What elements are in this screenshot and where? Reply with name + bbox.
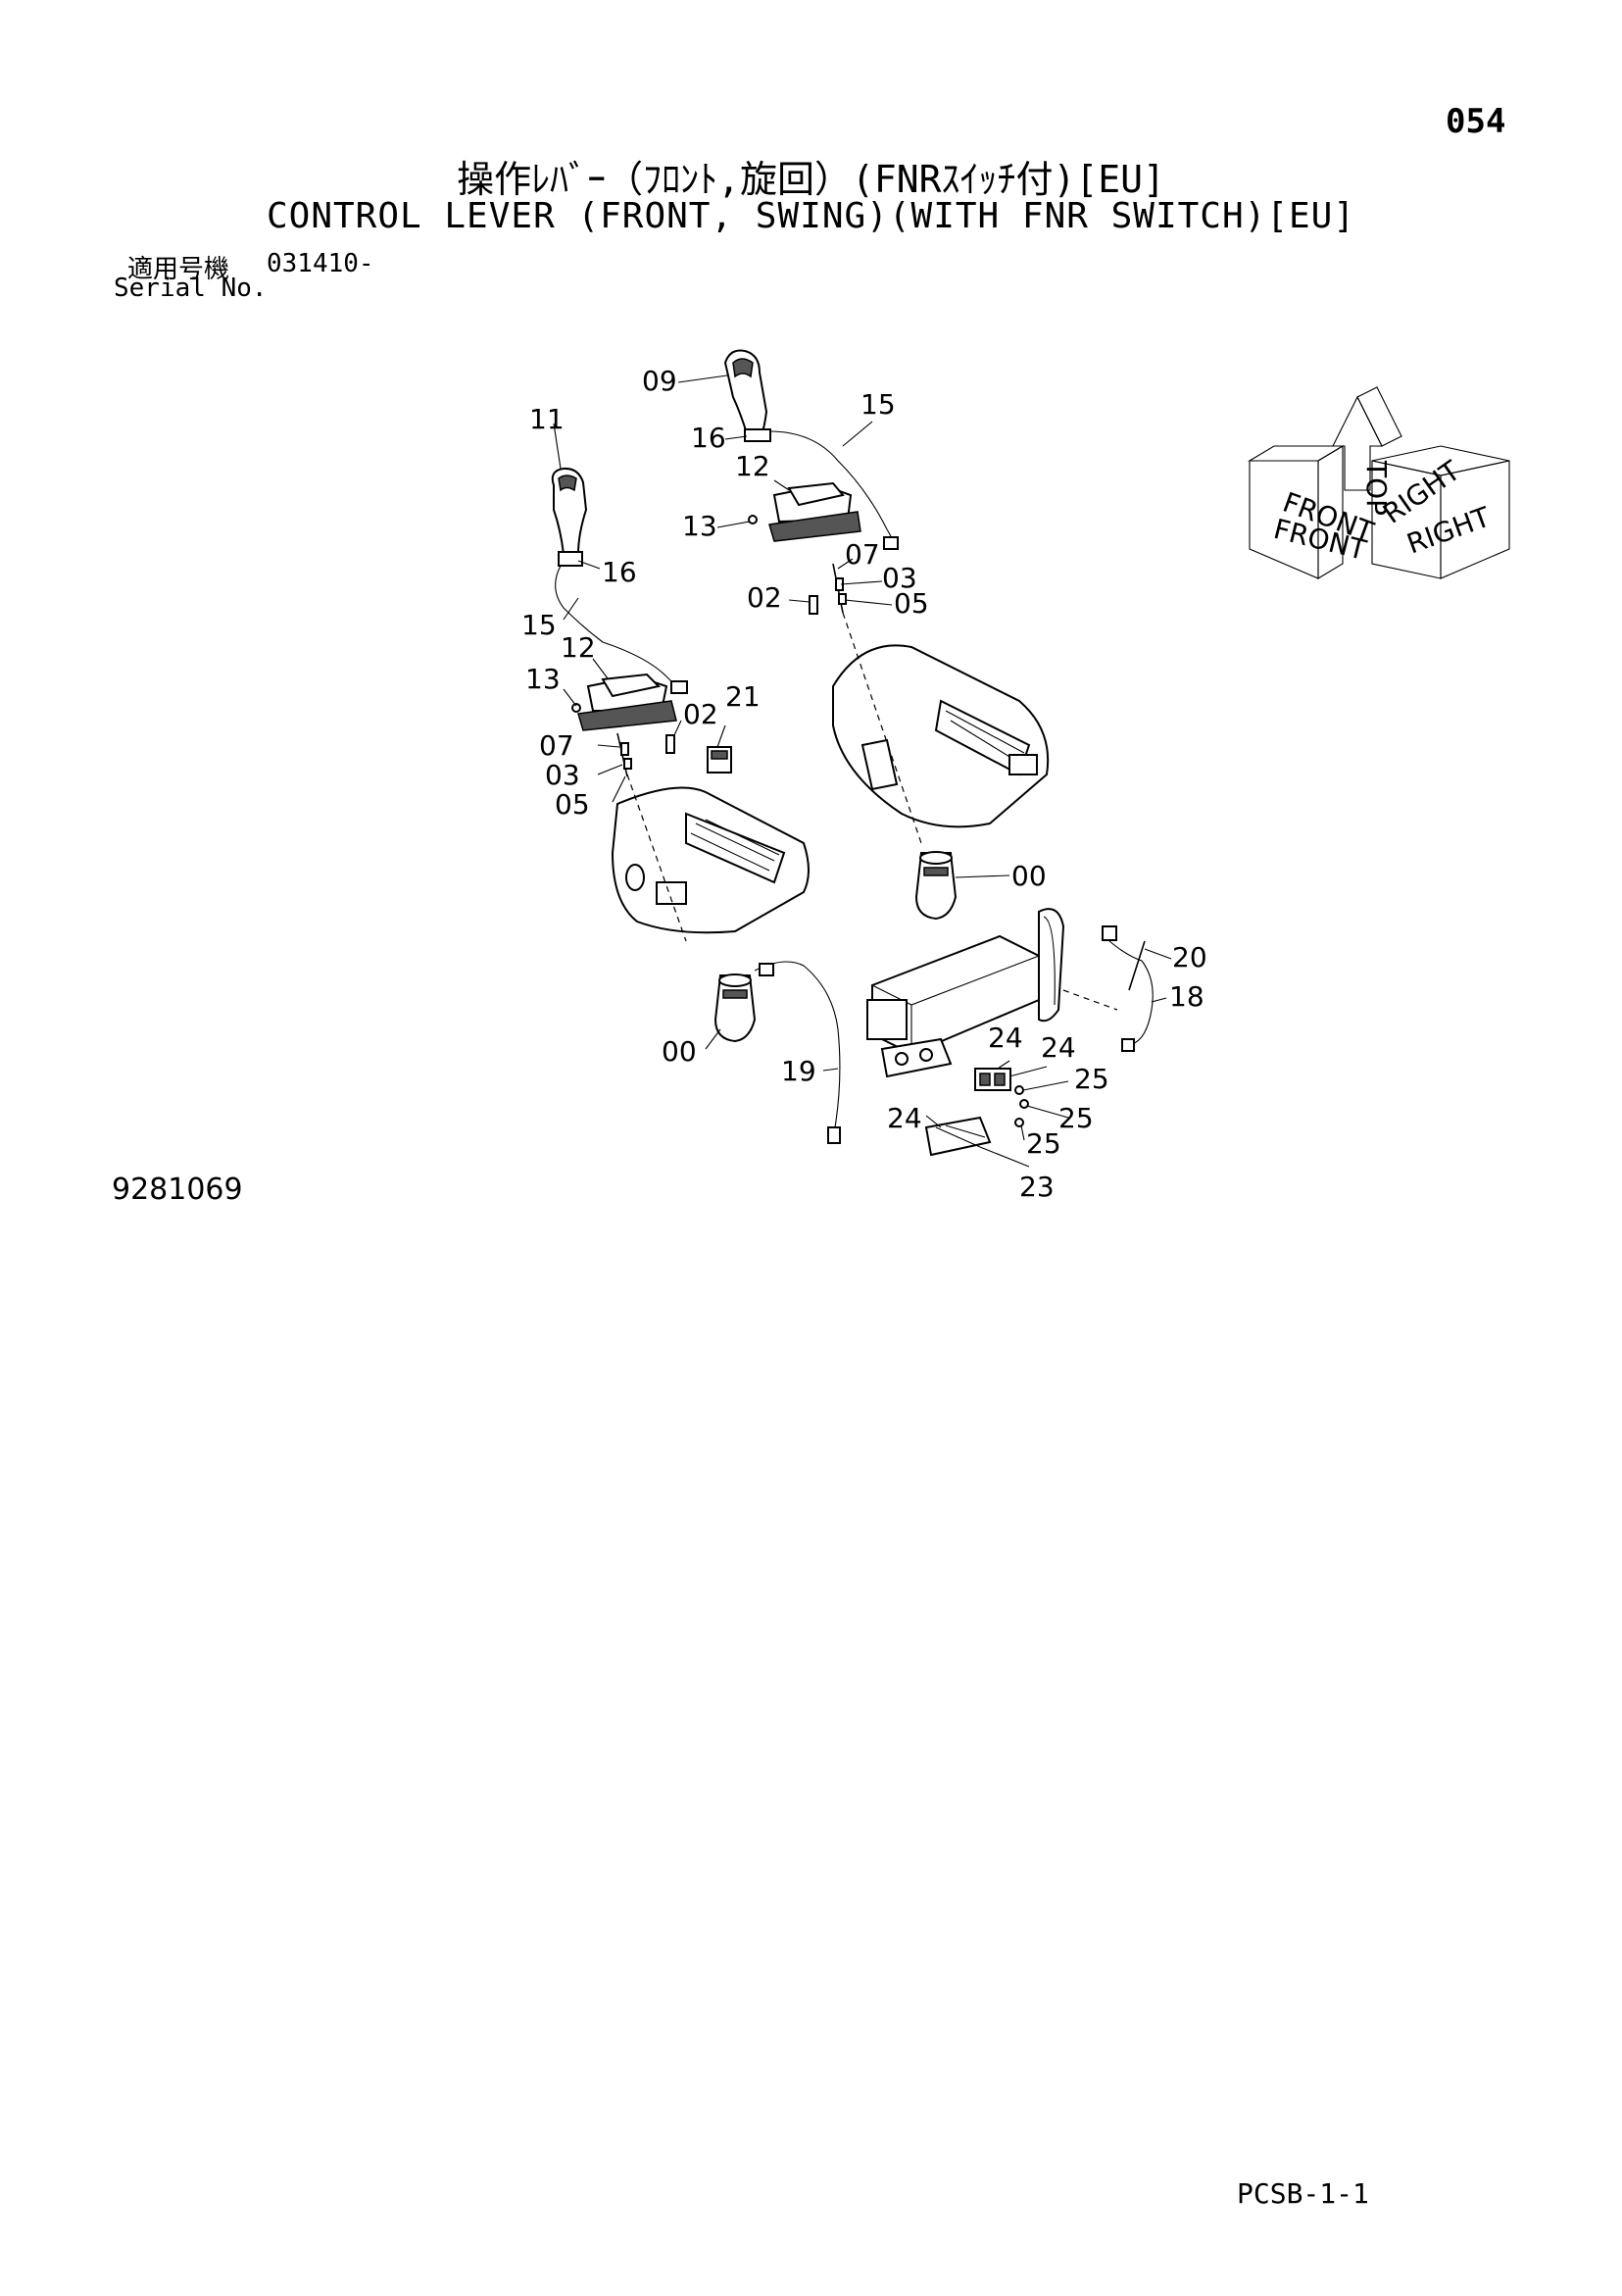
callout-09: 09: [642, 365, 677, 397]
callout-16-right: 16: [691, 422, 726, 454]
callout-25-upper: 25: [1074, 1063, 1109, 1095]
callout-12-right: 12: [735, 450, 770, 482]
callout-00-right: 00: [1011, 860, 1047, 892]
callout-20: 20: [1172, 941, 1207, 973]
callout-labels: 11 16 15 12 13 07 03 05 02 21 00 19 09 1…: [521, 365, 1207, 1203]
callout-07-right: 07: [845, 538, 880, 571]
callout-13-left: 13: [525, 663, 561, 695]
callout-05-right: 05: [894, 587, 929, 620]
callout-18: 18: [1169, 980, 1204, 1013]
callout-03-left: 03: [545, 759, 580, 791]
callout-15-right: 15: [860, 388, 896, 421]
page-title-japanese: 操作ﾚﾊﾞｰ（ﾌﾛﾝﾄ,旋回）(FNRｽｲｯﾁ付)[EU]: [457, 158, 1165, 201]
callout-25-right: 25: [1058, 1102, 1094, 1134]
callout-24-left: 24: [887, 1102, 922, 1134]
callout-24-upper: 24: [988, 1022, 1023, 1054]
page-title-english: CONTROL LEVER (FRONT, SWING)(WITH FNR SW…: [266, 196, 1356, 236]
drawing-number: 9281069: [112, 1173, 243, 1207]
right-lever-assembly: [723, 349, 1050, 921]
seat-bracket-assembly: [759, 908, 1154, 1157]
callout-07-left: 07: [539, 729, 574, 762]
callout-16-left: 16: [602, 556, 637, 588]
serial-number-value: 031410-: [267, 249, 374, 278]
left-lever-assembly: [551, 467, 841, 1144]
callout-13-right: 13: [682, 510, 717, 542]
callout-02-left: 02: [683, 698, 718, 730]
callout-12-left: 12: [561, 631, 596, 664]
callout-11: 11: [529, 403, 565, 435]
callout-15-left: 15: [521, 609, 557, 641]
callout-02-right: 02: [747, 581, 782, 614]
serial-label-english: Serial No.: [114, 274, 268, 303]
callout-25-lower: 25: [1026, 1127, 1061, 1160]
orientation-indicator: FRONT FRONT TOP RIGHT RIGHT: [1248, 386, 1510, 579]
footer-code: PCSB-1-1: [1237, 2177, 1369, 2210]
orientation-top: TOP: [1360, 460, 1393, 516]
page-number: 054: [1446, 102, 1506, 141]
callout-19: 19: [781, 1055, 816, 1087]
callout-23: 23: [1019, 1171, 1055, 1203]
callout-03-right: 03: [882, 562, 917, 594]
callout-05-left: 05: [555, 788, 590, 821]
leader-lines: [553, 374, 1172, 1168]
callout-00-left: 00: [662, 1035, 697, 1068]
callout-24-right: 24: [1041, 1031, 1076, 1064]
serial-label-japanese: 適用号機: [127, 255, 230, 284]
callout-21: 21: [725, 680, 761, 713]
